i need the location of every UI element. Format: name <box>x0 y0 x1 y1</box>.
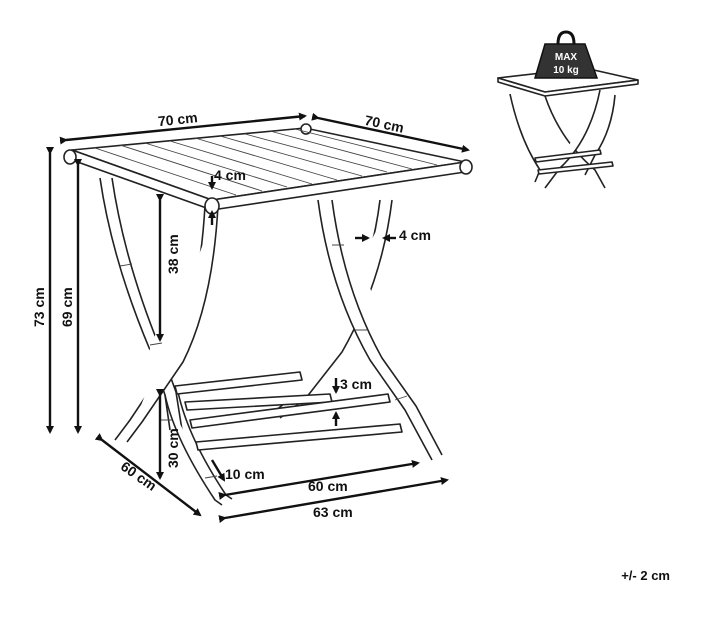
label-shelf-width: 60 cm <box>308 478 348 494</box>
dim-base-width-line <box>218 477 449 523</box>
dim-top-width-line <box>59 112 307 145</box>
label-lower-height: 30 cm <box>165 428 181 468</box>
dim-top-depth-line <box>311 112 470 153</box>
weight-thumbnail: MAX 10 kg <box>497 30 639 189</box>
label-slat-thickness: 4 cm <box>214 167 246 183</box>
label-shelf-gap: 3 cm <box>340 376 372 392</box>
label-upper-height: 38 cm <box>165 234 181 274</box>
label-total-height: 73 cm <box>31 287 47 327</box>
label-top-width: 70 cm <box>157 109 198 129</box>
label-base-depth: 60 cm <box>118 458 160 494</box>
weight-max-label: MAX <box>555 52 578 63</box>
weight-value-label: 10 kg <box>553 65 579 76</box>
label-shelf-offset: 10 cm <box>225 466 265 482</box>
dimension-lines <box>46 112 470 523</box>
dim-base-depth-line <box>94 433 202 517</box>
main-table <box>63 123 473 506</box>
tolerance-note: +/- 2 cm <box>621 568 670 583</box>
label-leg-height: 69 cm <box>59 287 75 327</box>
weight-icon <box>533 30 599 79</box>
label-base-width: 63 cm <box>313 504 353 520</box>
label-leg-thickness: 4 cm <box>399 227 431 243</box>
